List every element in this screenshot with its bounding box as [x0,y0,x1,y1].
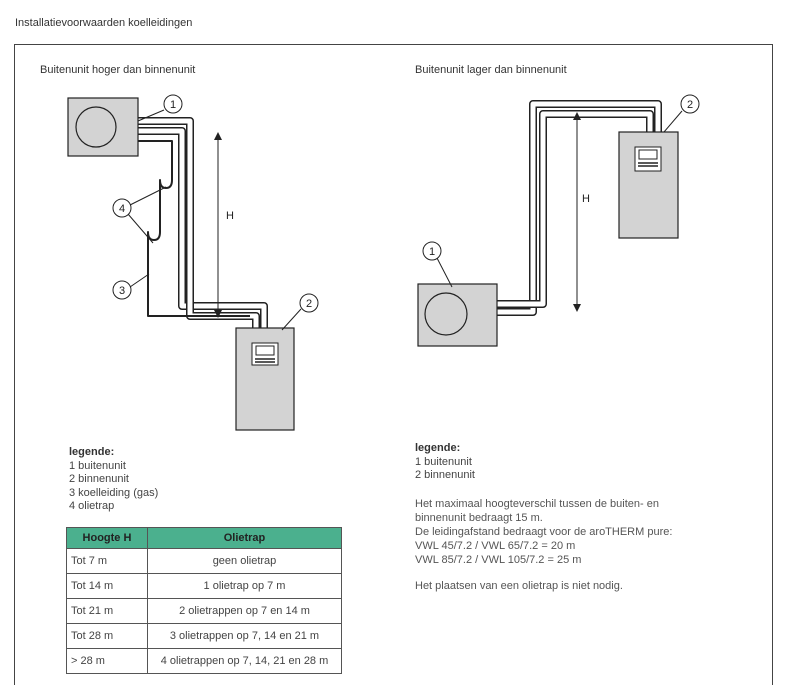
callout-number: 1 [170,99,176,111]
left-gas-line [138,140,250,317]
callout-circle [112,280,132,300]
legend-item: 1 buitenunit [69,459,126,472]
callout-number: 2 [687,99,693,111]
callout-circle [112,198,132,218]
oil-trap-table: Hoogte H Olietrap Tot 7 m geen olietrap … [66,527,342,674]
table-cell: Tot 21 m [66,598,148,624]
table-row: Tot 7 m geen olietrap [66,548,342,574]
legend-item: 2 binnenunit [69,473,129,485]
callout-leader [129,186,167,206]
right-info-text: Het maximaal hoogteverschil tussen de bu… [415,497,672,567]
table-cell: 3 olietrappen op 7, 14 en 21 m [147,623,342,649]
callout-leader [281,308,302,331]
right-panel-title: Buitenunit lager dan binnenunit [415,64,567,76]
right-pipe [497,100,662,316]
page-title: Installatievoorwaarden koelleidingen [15,17,193,29]
table-row: Tot 21 m 2 olietrappen op 7 en 14 m [66,598,342,624]
table-row: > 28 m 4 olietrappen op 7, 14, 21 en 28 … [66,648,342,674]
left-legend: legende: 1 buitenunit 2 binnenunit 3 koe… [69,446,158,514]
legend-title: legende: [415,442,461,454]
callout-number: 1 [429,246,435,258]
table-header-height: Hoogte H [66,527,148,549]
table-cell: 1 olietrap op 7 m [147,573,342,599]
table-row: Tot 28 m 3 olietrappen op 7, 14 en 21 m [66,623,342,649]
legend-item: 2 binnenunit [415,469,475,481]
table-cell: 4 olietrappen op 7, 14, 21 en 28 m [147,648,342,674]
callout-leader [436,257,453,288]
callout-circle [163,94,183,114]
info-line: VWL 85/7.2 / VWL 105/7.2 = 25 m [415,554,582,566]
height-label-right: H [582,193,590,205]
table-row: Tot 14 m 1 olietrap op 7 m [66,573,342,599]
callout-circle [299,293,319,313]
table-header-row: Hoogte H Olietrap [66,527,342,549]
left-panel-title: Buitenunit hoger dan binnenunit [40,64,196,76]
callout-number: 4 [119,203,125,215]
callout-number: 3 [119,285,125,297]
legend-item: 3 koelleiding (gas) [69,486,159,499]
right-note: Het plaatsen van een olietrap is niet no… [415,580,623,592]
height-label-left: H [226,210,234,222]
display-icon [255,345,275,356]
table-cell: Tot 14 m [66,573,148,599]
table-cell: 2 olietrappen op 7 en 14 m [147,598,342,624]
info-line: Het maximaal hoogteverschil tussen de bu… [415,498,659,510]
table-cell: Tot 7 m [66,548,148,574]
callout-circle [680,94,700,114]
legend-item: 1 buitenunit [415,455,472,468]
right-legend: legende: 1 buitenunit 2 binnenunit [415,442,475,483]
callout-circle [422,241,442,261]
display-icon [638,149,658,160]
info-line: VWL 45/7.2 / VWL 65/7.2 = 20 m [415,540,576,552]
legend-item: 4 olietrap [69,500,115,512]
info-line: binnenunit bedraagt 15 m. [415,512,543,524]
legend-title: legende: [69,446,115,458]
table-header-oiltrap: Olietrap [147,527,342,549]
callout-leader [663,110,683,133]
table-cell: geen olietrap [147,548,342,574]
callout-leader [137,109,165,122]
outdoor-unit-fan-left [75,106,117,148]
outdoor-unit-fan-right [424,292,468,336]
content-frame [14,44,773,685]
callout-leader [127,213,154,244]
info-line: De leidingafstand bedraagt voor de aroTH… [415,526,673,538]
callout-number: 2 [306,298,312,310]
callout-leader [129,273,150,288]
left-pipe [138,117,268,330]
table-cell: > 28 m [66,648,148,674]
table-cell: Tot 28 m [66,623,148,649]
